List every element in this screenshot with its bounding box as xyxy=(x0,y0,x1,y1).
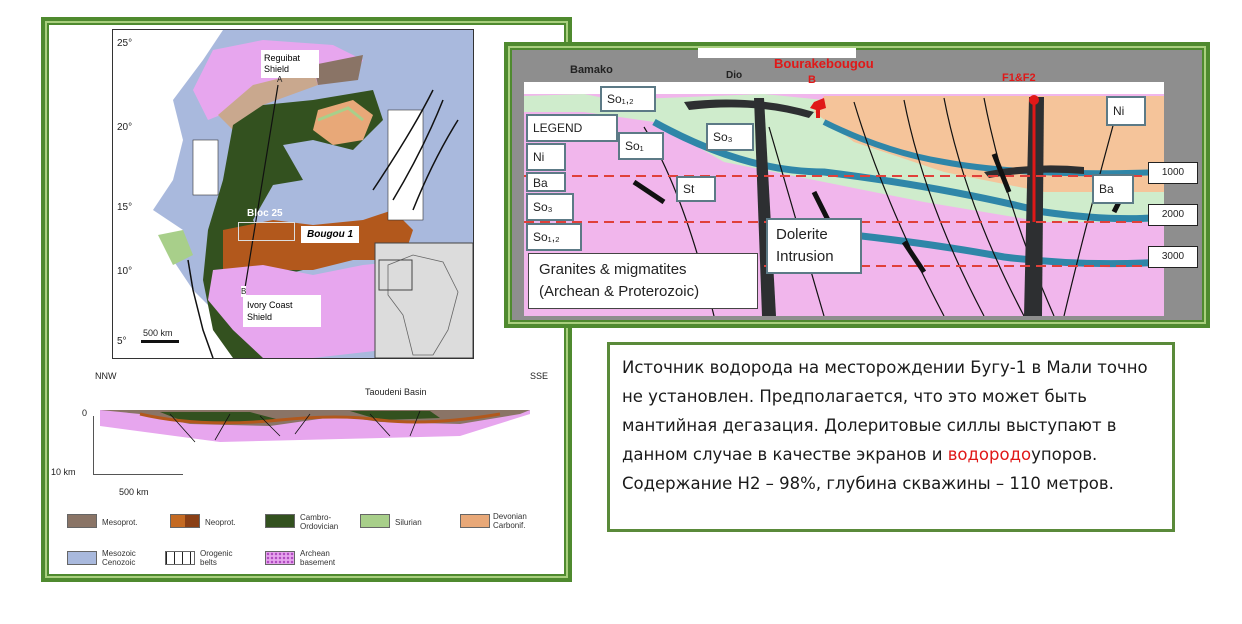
dolerite-intrusion-label: Dolerite Intrusion xyxy=(766,218,862,274)
bloc-25-label: Bloc 25 xyxy=(247,208,283,219)
tag-ni: Ni xyxy=(1106,96,1146,126)
top-right-white-strip xyxy=(698,48,856,58)
legend-unit-so3: So₃ xyxy=(526,193,574,221)
legend-swatch-silurian xyxy=(360,514,390,528)
depth-marker-2000: 2000 xyxy=(1148,204,1198,226)
tag-so1: So₁ xyxy=(618,132,664,160)
point-b-label: B xyxy=(241,286,247,297)
dio-label: Dio xyxy=(726,70,743,81)
granites-line-2: (Archean & Proterozoic) xyxy=(539,283,700,300)
depth-marker-3000: 3000 xyxy=(1148,246,1198,268)
well-f1f2-label: F1&F2 xyxy=(1002,72,1036,84)
lat-tick-10: 10° xyxy=(117,266,133,277)
point-a-label: A xyxy=(277,75,283,84)
dolerite-line-1: Dolerite xyxy=(776,226,828,243)
section-graphic xyxy=(524,82,1164,316)
legend-label-mesozoic: Mesozoic Cenozoic xyxy=(102,549,136,567)
lat-tick-20: 20° xyxy=(117,122,133,133)
tag-ba: Ba xyxy=(1092,174,1134,204)
legend-label-mesoprot: Mesoprot. xyxy=(102,518,138,527)
depth-axis xyxy=(93,416,94,474)
tag-so12: So₁,₂ xyxy=(600,86,656,112)
scale-bar xyxy=(141,340,179,343)
legend-swatch-devonian xyxy=(460,514,490,528)
bamako-label: Bamako xyxy=(570,64,613,76)
west-africa-map: 25° 20° 15° 10° 5° Reguibat Shield Bloc … xyxy=(112,29,474,359)
granites-line-1: Granites & migmatites xyxy=(539,261,687,278)
horizontal-scale-label: 500 km xyxy=(119,487,149,497)
legend-swatch-mesoprot xyxy=(67,514,97,528)
lat-tick-5: 5° xyxy=(117,336,127,347)
depth-zero-label: 0 xyxy=(82,408,88,418)
bougou-1-label: Bougou 1 xyxy=(301,226,360,243)
f1f2-well-marker xyxy=(1029,95,1039,105)
legend-swatch-cambro-ordovician xyxy=(265,514,295,528)
tag-st: St xyxy=(676,176,716,202)
scale-bar-label: 500 km xyxy=(143,328,173,338)
reguibat-shield-label: Reguibat Shield xyxy=(261,50,319,78)
bourakebougou-sub-label: B xyxy=(808,74,816,86)
tag-so3: So₃ xyxy=(706,123,754,151)
depth-marker-1000: 1000 xyxy=(1148,162,1198,184)
lat-tick-25: 25° xyxy=(117,38,133,49)
legend-label-orogenic: Orogenic belts xyxy=(200,549,233,567)
sse-label: SSE xyxy=(530,371,549,381)
nnw-label: NNW xyxy=(95,371,117,381)
description-part-2: упоров. Содержание Н2 – 98%, глубина скв… xyxy=(622,445,1114,493)
legend-label-archean: Archean basement xyxy=(300,549,336,567)
legend-unit-so12: So₁,₂ xyxy=(526,223,582,251)
bourakebougou-section-panel: Bamako Dio Bourakebougou B F1&F2 LEGEND … xyxy=(504,42,1210,328)
geologic-map-panel: 25° 20° 15° 10° 5° Reguibat Shield Bloc … xyxy=(41,17,572,582)
bloc-25-box xyxy=(238,222,295,241)
legend-unit-ba: Ba xyxy=(526,172,566,192)
dolerite-line-2: Intrusion xyxy=(776,248,834,265)
description-text-box: Источник водорода на месторождении Бугу-… xyxy=(607,342,1175,532)
legend-unit-ni: Ni xyxy=(526,143,566,171)
description-paragraph: Источник водорода на месторождении Бугу-… xyxy=(622,353,1162,498)
depth-scale-label: 10 km xyxy=(51,467,76,477)
lat-tick-15: 15° xyxy=(117,202,133,213)
description-highlight: водородо xyxy=(947,445,1032,464)
legend-swatch-archean xyxy=(265,551,295,565)
description-part-1: Источник водорода на месторождении Бугу-… xyxy=(622,358,1148,464)
cross-section-graphic xyxy=(100,406,530,446)
africa-inset xyxy=(374,242,473,358)
granites-migmatites-label: Granites & migmatites (Archean & Protero… xyxy=(528,253,758,309)
legend-swatch-neoprot xyxy=(170,514,200,528)
ivory-coast-shield-label: Ivory Coast Shield xyxy=(243,295,321,327)
legend-swatch-orogenic xyxy=(165,551,195,565)
legend-label-devonian: Devonian Carbonif. xyxy=(493,512,527,530)
horizontal-scale-axis xyxy=(93,474,183,475)
legend-title: LEGEND xyxy=(526,114,618,142)
map-graphic xyxy=(153,30,473,358)
legend-swatch-mesozoic xyxy=(67,551,97,565)
legend-label-silurian: Silurian xyxy=(395,518,422,527)
basin-label: Taoudeni Basin xyxy=(365,387,427,397)
legend-label-neoprot: Neoprot. xyxy=(205,518,236,527)
legend-label-cambro-ordovician: Cambro-Ordovician xyxy=(300,513,339,531)
bourakebougou-label: Bourakebougou xyxy=(774,56,874,71)
